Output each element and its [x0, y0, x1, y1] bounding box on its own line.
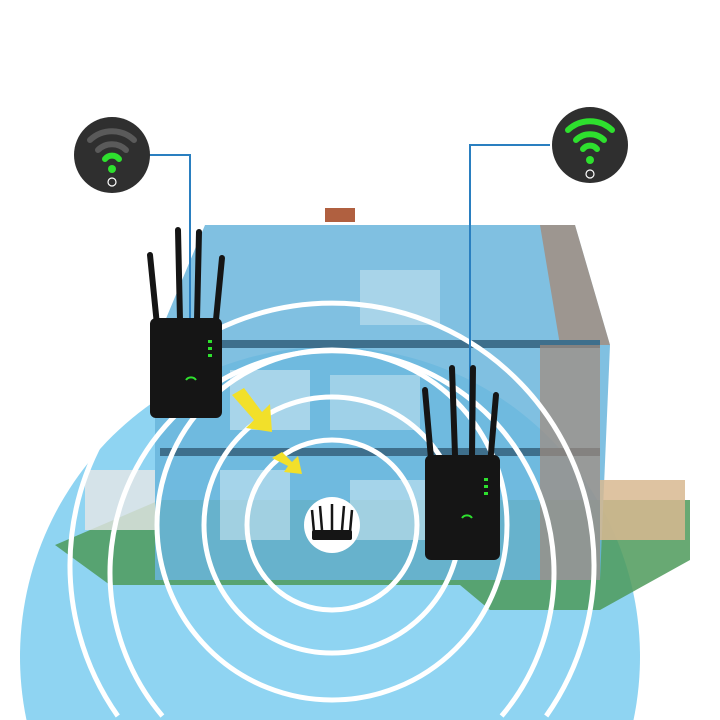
wifi-extender-left: [147, 227, 225, 418]
arrow-icon: [232, 388, 302, 474]
router-icon: [304, 497, 360, 553]
wifi-strong-icon: [552, 107, 628, 183]
signal-rings: [67, 300, 597, 718]
wifi-extender-right: [422, 365, 500, 560]
wifi-weak-icon: [74, 117, 150, 193]
